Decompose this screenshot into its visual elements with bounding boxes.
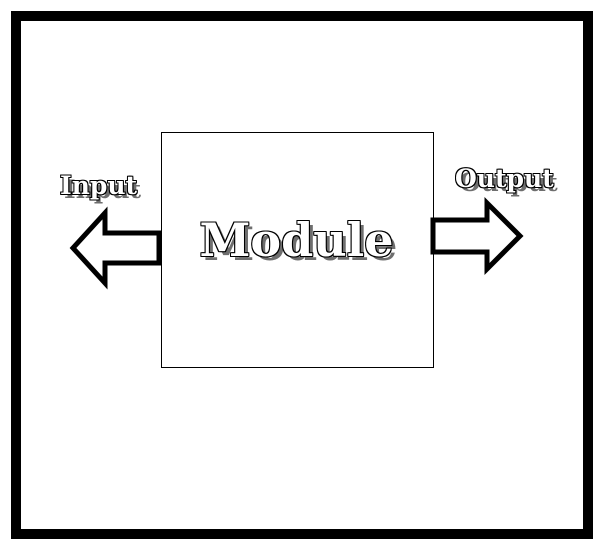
module-box bbox=[161, 132, 434, 368]
input-label: Input bbox=[60, 171, 138, 200]
module-label: Module bbox=[199, 213, 394, 267]
output-label: Output bbox=[455, 164, 554, 193]
